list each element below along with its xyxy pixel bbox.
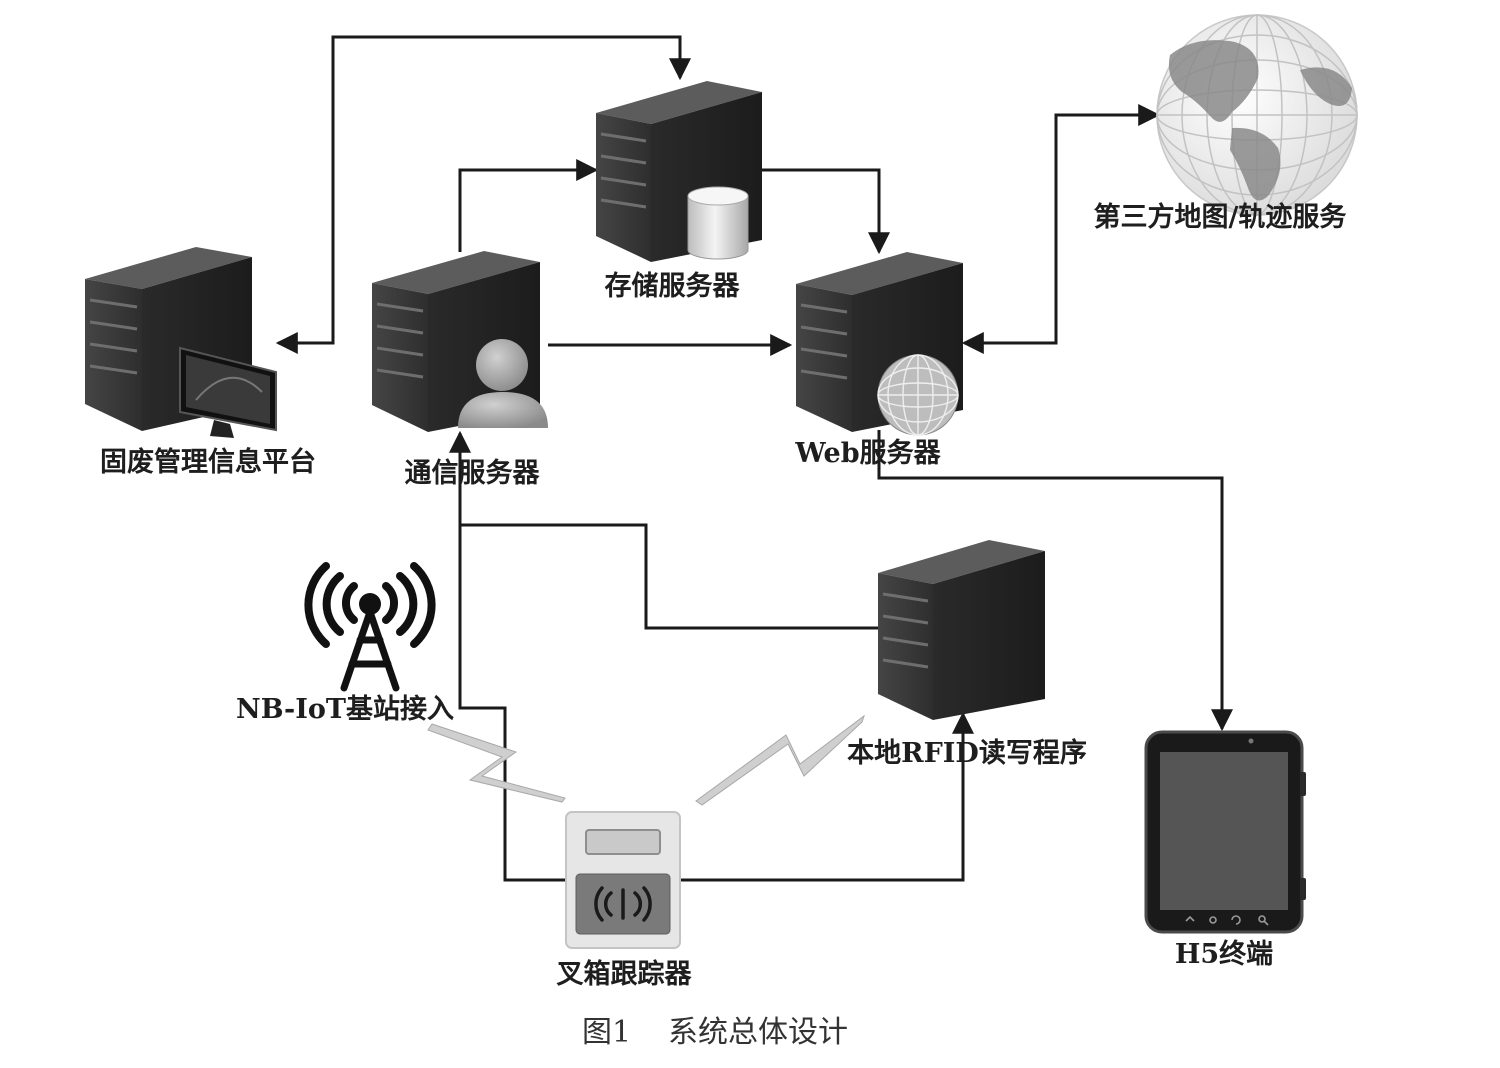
web-to-h5-connector xyxy=(877,430,1233,732)
web-server-label: Web服务器 xyxy=(794,438,941,469)
globe-icon xyxy=(877,354,959,436)
monitor-icon xyxy=(179,346,277,438)
rfid-server-icon xyxy=(878,540,1045,720)
nbiot-label: NB-IoT基站接入 xyxy=(236,694,454,725)
web-to-thirdparty-connector xyxy=(961,104,1161,354)
figure-number: 图1 xyxy=(582,1015,631,1050)
figure-caption: 系统总体设计 xyxy=(668,1015,848,1050)
connectors xyxy=(275,35,1233,882)
rfid-to-comm-connector xyxy=(460,523,878,630)
tracker-label: 叉箱跟踪器 xyxy=(556,958,693,990)
antenna-tower-icon xyxy=(304,562,436,692)
comm-to-storage-connector xyxy=(458,159,599,252)
tablet-icon xyxy=(1144,730,1306,934)
tracker-device-icon xyxy=(565,811,681,949)
storage-server-label: 存储服务器 xyxy=(605,271,741,302)
platform-server-icon xyxy=(85,247,277,438)
comm-server-icon xyxy=(372,251,548,432)
wireless-signal-icon-left xyxy=(427,723,566,803)
platform-to-storage-connector xyxy=(275,35,691,354)
storage-to-web-connector xyxy=(760,168,890,255)
wireless-signal-icon-right xyxy=(695,714,865,806)
third-party-label: 第三方地图/轨迹服务 xyxy=(1094,201,1347,233)
h5-label: H5终端 xyxy=(1175,938,1273,970)
rfid-program-label: 本地RFID读写程序 xyxy=(847,737,1087,769)
user-icon xyxy=(458,339,548,428)
platform-label: 固废管理信息平台 xyxy=(100,446,316,478)
database-icon xyxy=(687,186,749,260)
tracker-to-comm-connector xyxy=(449,430,566,882)
tracker-to-rfid-connector xyxy=(680,711,974,882)
world-globe-icon xyxy=(1156,14,1358,216)
comm-server-label: 通信服务器 xyxy=(405,458,541,489)
web-server-icon xyxy=(796,252,963,436)
storage-server-icon xyxy=(596,81,762,262)
